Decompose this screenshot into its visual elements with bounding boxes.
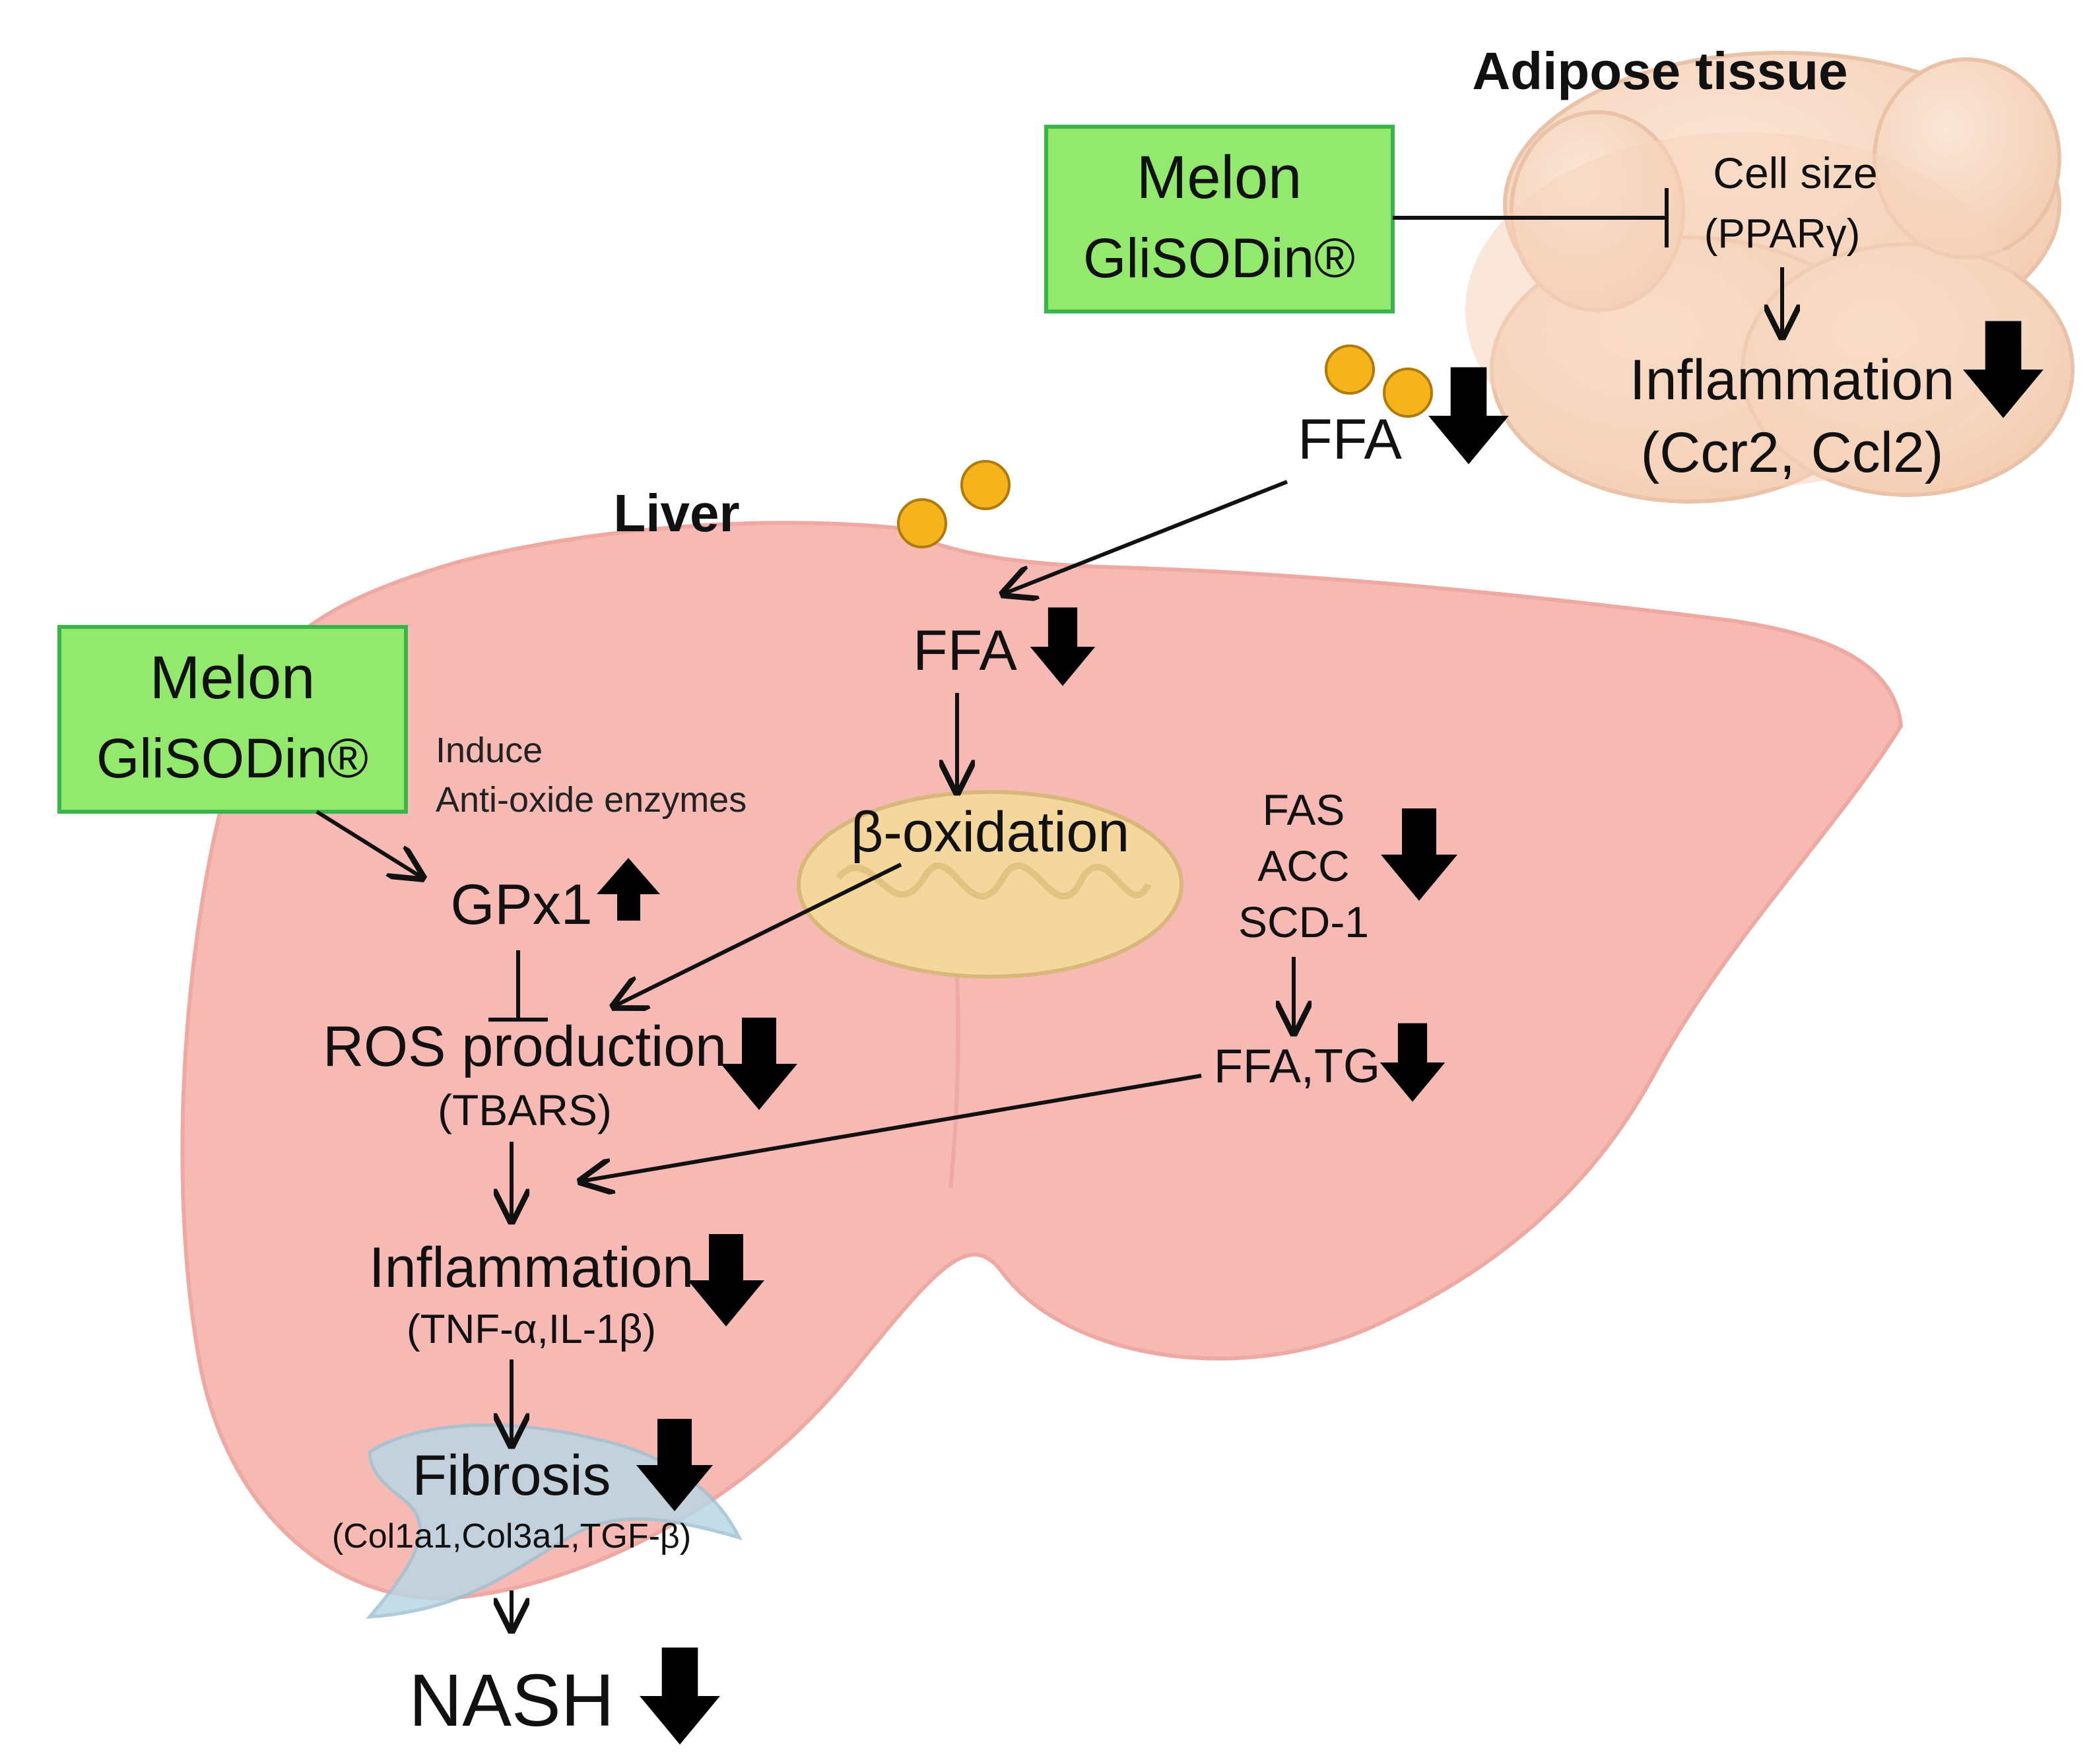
- tbars-label: (TBARS): [438, 1086, 612, 1134]
- arrow-betaox-ros: [614, 863, 902, 1006]
- mitochondrion: [797, 790, 1183, 979]
- up-arrow-gpx1: [597, 858, 660, 921]
- lipogenesis-acc: ACC: [1257, 841, 1349, 890]
- adipose-ppar: (PPARγ): [1704, 211, 1861, 257]
- adipose-tissue-title: Adipose tissue: [1472, 42, 1847, 100]
- melon-glisodin-box-top: [1044, 125, 1395, 313]
- liver-ffa-label: FFA: [913, 619, 1017, 682]
- connectors: [316, 188, 1782, 1630]
- melon-top-line2: GliSODin®: [1083, 227, 1355, 289]
- melon-left-line2: GliSODin®: [96, 727, 368, 789]
- fibrosis-markers: (Col1a1,Col3a1,TGF-β): [332, 1517, 691, 1555]
- down-arrow-nash: [640, 1647, 720, 1745]
- adipose-inflammation-markers: (Ccr2, Ccl2): [1641, 421, 1944, 484]
- arrow-melon-gpx1: [316, 810, 422, 878]
- liver-inflammation-label: Inflammation: [369, 1236, 694, 1299]
- ffa-top-label: FFA: [1298, 408, 1402, 471]
- induce-line1: Induce: [436, 731, 543, 770]
- ffa-tg-label: FFA,TG: [1214, 1040, 1380, 1093]
- beta-oxidation-label: β-oxidation: [851, 800, 1129, 864]
- nash-label: NASH: [409, 1659, 614, 1742]
- lipogenesis-fas: FAS: [1263, 785, 1345, 834]
- gpx1-label: GPx1: [450, 873, 592, 936]
- adipose-cell-size: Cell size: [1713, 148, 1877, 197]
- melon-top-line1: Melon: [1137, 144, 1302, 211]
- liver-inflammation-markers: (TNF-α,IL-1β): [407, 1307, 656, 1352]
- ros-production-label: ROS production: [323, 1015, 727, 1078]
- adipose-tissue-cells: [1465, 51, 2075, 504]
- arrow-ffa-to-liver: [1003, 480, 1288, 594]
- arrow-ffatg-inflammation: [581, 1074, 1202, 1181]
- ffa-dots: [897, 344, 1433, 548]
- melon-glisodin-box-left: [57, 625, 408, 814]
- adipose-inflammation: Inflammation: [1630, 348, 1954, 412]
- melon-left-line1: Melon: [150, 644, 316, 711]
- liver-title: Liver: [613, 484, 739, 542]
- fibrosis-label: Fibrosis: [412, 1444, 611, 1507]
- induce-line2: Anti-oxide enzymes: [436, 780, 747, 820]
- lipogenesis-scd1: SCD-1: [1238, 898, 1369, 946]
